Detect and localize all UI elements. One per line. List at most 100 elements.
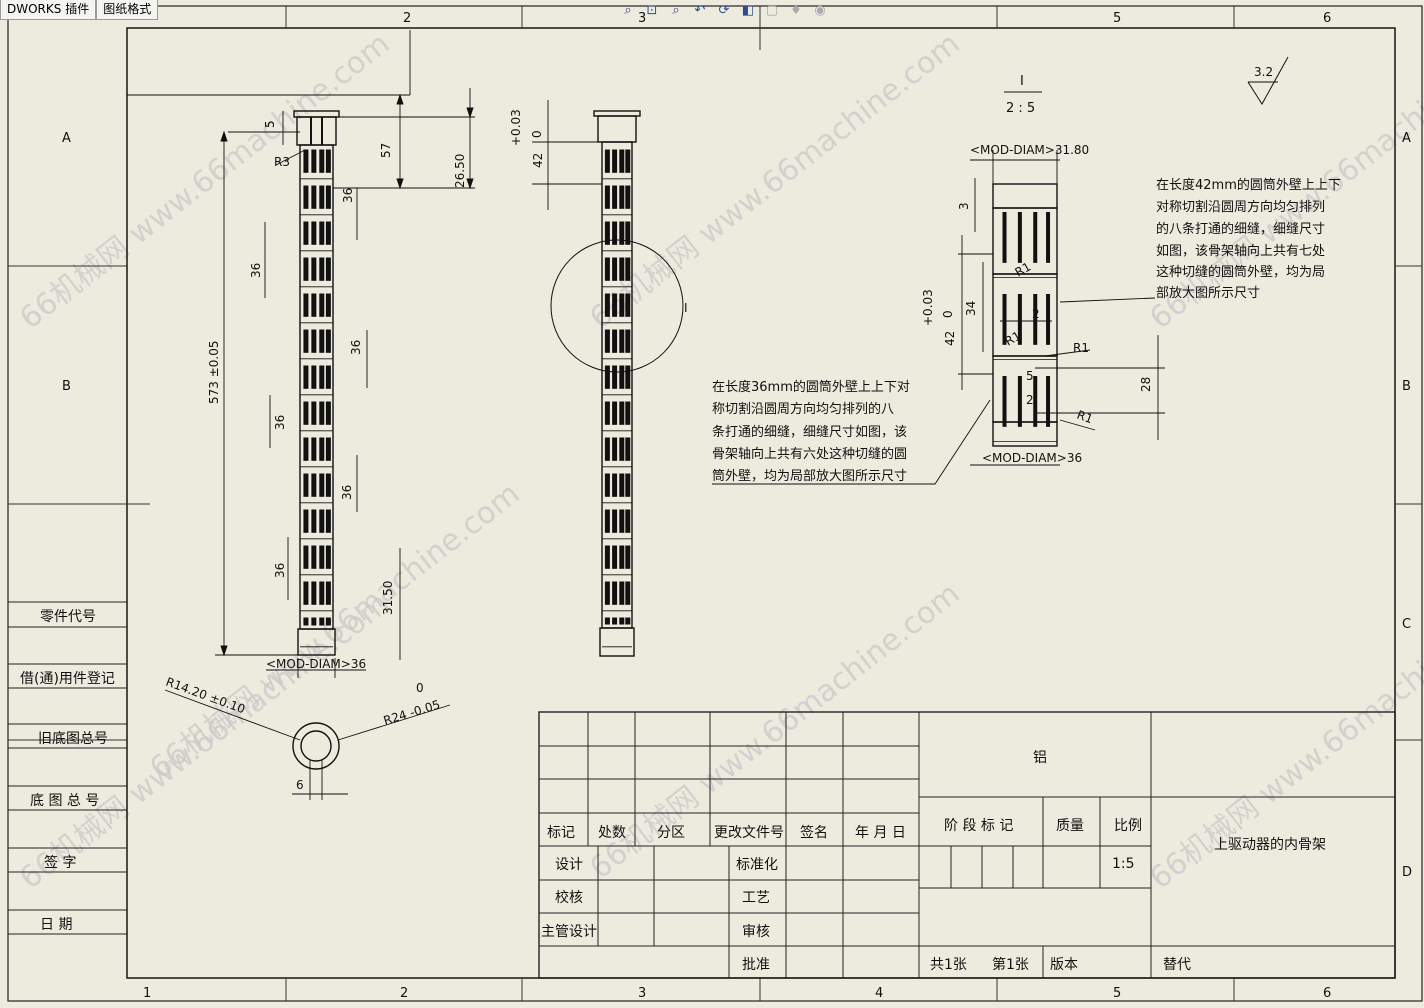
front-slot [303,617,309,626]
stage-mark: 阶 段 标 记 [944,818,1013,834]
detail-slot [1046,212,1051,263]
role-approve: 批准 [742,957,770,973]
front-slot [325,329,331,353]
side-slot [619,617,625,625]
lights-icon[interactable]: ♦ [790,3,802,18]
zone-row-c-right: C [1402,617,1411,632]
record-old-number: 旧底图总号 [38,731,108,747]
role-chief-design: 主管设计 [541,924,597,940]
note-42-line-3: 的八条打通的细缝，细缝尺寸 [1156,221,1325,237]
zone-col-1-bottom: 1 [143,986,151,1001]
record-base-number: 底 图 总 号 [30,793,99,809]
zone-col-3-top: 3 [638,11,646,26]
zoom-to-fit-icon[interactable]: ⌕ [624,3,632,18]
front-slot [325,221,331,245]
front-slot [303,293,309,317]
note-36-line-2: 称切割沿圆周方向均匀排列的八 [712,401,894,417]
side-dimensions [532,100,602,210]
dim-34-detail: 34 [964,301,978,316]
scene-icon[interactable]: ◉ [814,3,826,18]
left-record-block: 零件代号 借(通)用件登记 旧底图总号 底 图 总 号 签 字 日 期 [8,601,127,935]
zoom-area-icon[interactable]: ⊡ [646,3,658,18]
side-slot [619,329,625,353]
side-slot [604,365,610,389]
front-slot [311,509,317,533]
title-block[interactable] [538,711,1396,979]
front-slot [303,437,309,461]
tol-zero-side: 0 [530,130,544,138]
dim-3: 3 [957,202,971,210]
role-process: 工艺 [742,890,770,906]
detail-circle[interactable] [550,239,684,373]
material: 铝 [1033,750,1047,766]
front-slot [303,257,309,281]
front-slot [311,401,317,425]
zoom-in-out-icon[interactable]: ⌕ [672,3,680,18]
detail-view-i[interactable]: I 2 : 5 [921,74,1165,466]
note-42-line-5: 这种切缝的圆筒外壁，均为局 [1156,264,1325,280]
detail-circle-label: I [684,301,688,315]
side-slot [604,509,610,533]
detail-slot [1002,294,1007,345]
front-slot [325,437,331,461]
side-slot [619,437,625,461]
front-view[interactable] [293,110,340,656]
side-slot [625,185,631,209]
header-zone: 分区 [657,825,685,841]
dim-31-50: 31.50 [381,581,395,615]
detail-slot [1033,212,1038,263]
front-slot [325,293,331,317]
detail-slot [1017,212,1022,263]
tab-sheet-format[interactable]: 图纸格式 [96,0,159,20]
side-view[interactable]: I [550,110,688,657]
zone-col-6-bottom: 6 [1323,986,1331,1001]
dim-36-f: 36 [273,563,287,578]
front-slot [319,509,325,533]
record-signature: 签 字 [44,854,76,871]
tol-zero-detail: 0 [941,310,955,318]
dim-2-b: 2 [1026,393,1034,407]
dim-36-b: 36 [249,263,263,278]
zone-col-3-bottom: 3 [638,986,646,1001]
front-slot [311,221,317,245]
watermark-text: 66机械网 www.66machine.com [13,26,396,336]
side-slot [612,221,618,245]
tab-solidworks-addins[interactable]: DWORKS 插件 [0,0,97,20]
side-slot [612,149,618,173]
rotate-view-icon[interactable]: ⟳ [718,3,730,18]
side-slot [612,617,618,625]
side-dimension-labels: +0.03 0 42 [509,109,545,168]
side-view-slots [602,149,632,648]
header-change-doc: 更改文件号 [714,825,784,841]
dim-mod-diam-36-detail: <MOD-DIAM>36 [982,451,1082,465]
end-view[interactable] [164,689,451,800]
note-42-line-1: 在长度42mm的圆筒外壁上上下 [1156,177,1341,193]
side-slot [619,293,625,317]
front-slot [311,365,317,389]
dim-42-side: 42 [531,153,545,168]
front-slot [319,293,325,317]
side-slot [612,329,618,353]
note-42-line-2: 对称切割沿圆周方向均匀排列 [1156,199,1325,215]
detail-slot [1033,376,1038,427]
front-slot [303,581,309,605]
detail-slot [1002,376,1007,427]
side-slot [625,401,631,425]
side-slot [604,221,610,245]
side-slot [612,185,618,209]
ratio-label: 比例 [1114,818,1142,834]
front-slot [325,401,331,425]
header-mark: 标记 [547,825,575,841]
side-slot [612,401,618,425]
watermark-text: 66机械网 www.66machine.com [583,26,966,336]
zone-row-b-left: B [62,379,71,394]
front-slot [319,617,325,626]
note-42mm: 在长度42mm的圆筒外壁上上下 对称切割沿圆周方向均匀排列 的八条打通的细缝，细… [1156,177,1341,301]
view-settings-icon[interactable]: ◧ [741,3,755,18]
display-style-icon[interactable]: ▢ [765,3,779,18]
previous-view-icon[interactable]: ↶ [694,3,706,18]
side-slot [604,617,610,625]
front-slot [311,293,317,317]
record-date: 日 期 [40,917,72,933]
